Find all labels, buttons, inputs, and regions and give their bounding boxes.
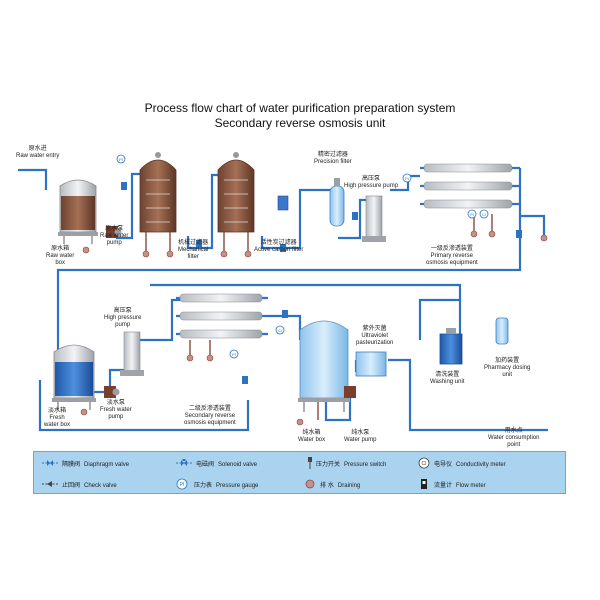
pressure-switch-icon bbox=[308, 457, 312, 469]
pipe-carbon-to-precision bbox=[260, 188, 338, 250]
pressure-gauge-icon: PI bbox=[176, 478, 188, 490]
pure-water-tank bbox=[298, 320, 350, 412]
pipe-return-loop bbox=[150, 283, 462, 340]
pharmacy-dosing-unit bbox=[495, 317, 509, 345]
pure-water-pump bbox=[344, 386, 356, 398]
pipe-fresh-pump bbox=[84, 368, 124, 394]
raw-water-inlet-pipe bbox=[18, 168, 48, 190]
drain-points bbox=[80, 230, 548, 426]
conductivity-meter-1: CI bbox=[479, 209, 489, 219]
conductivity-meter-icon: CI bbox=[418, 457, 430, 469]
raw-water-pump bbox=[106, 226, 122, 238]
pipe-washing bbox=[418, 298, 460, 340]
uv-pasteurization-unit bbox=[355, 351, 387, 377]
fresh-water-tank bbox=[52, 344, 96, 410]
conductivity-meter-1-letters: CI bbox=[482, 212, 486, 217]
pressure-gauge-icon-letters: PI bbox=[180, 482, 185, 488]
high-pressure-pump-2 bbox=[120, 331, 144, 376]
pressure-gauge-4-letters: PI bbox=[232, 352, 236, 357]
conductivity-meter-2: CI bbox=[275, 325, 285, 335]
pipe-hpp1-to-primary-ro bbox=[390, 174, 420, 192]
solenoid-valve-icon bbox=[176, 459, 192, 466]
pressure-gauge-4: PI bbox=[229, 349, 239, 359]
check-valve-icon bbox=[42, 481, 58, 487]
high-pressure-pump-1 bbox=[362, 195, 386, 242]
pipe-uv-out bbox=[388, 358, 548, 432]
pressure-gauge-3: PI bbox=[467, 209, 477, 219]
pipe-hpp2-to-secondary bbox=[140, 298, 182, 342]
pressure-gauge-3-letters: PI bbox=[470, 212, 474, 217]
pipe-water-box-out bbox=[324, 392, 352, 422]
conductivity-meter-icon-letters: CI bbox=[422, 461, 427, 467]
raw-water-tank bbox=[58, 179, 98, 244]
active-carbon-filter bbox=[217, 152, 255, 233]
pipe-to-fresh-tank bbox=[56, 216, 522, 360]
diaphragm-valve-icon bbox=[42, 460, 58, 466]
chart-subtitle: Secondary reverse osmosis unit bbox=[214, 116, 386, 130]
fresh-water-pump bbox=[104, 386, 120, 398]
small-dosing-box bbox=[277, 195, 289, 211]
pipe-fresh-to-secondary bbox=[38, 380, 250, 432]
pipe-primary-ro-out bbox=[518, 168, 546, 236]
drain-icon bbox=[305, 479, 315, 489]
pressure-gauge-1-letters: PI bbox=[119, 157, 123, 162]
flow-meter-icon bbox=[421, 479, 427, 489]
precision-filter bbox=[329, 178, 345, 227]
mechanical-filter bbox=[139, 152, 177, 233]
conductivity-meter-2-letters: CI bbox=[278, 328, 282, 333]
pressure-gauge-1: PI bbox=[116, 154, 126, 164]
chart-title: Process flow chart of water purification… bbox=[144, 101, 456, 115]
washing-unit bbox=[439, 328, 463, 365]
pressure-gauge-2: PI bbox=[402, 173, 412, 183]
primary-ro-equipment bbox=[423, 163, 513, 209]
pressure-gauge-2-letters: PI bbox=[405, 176, 409, 181]
pipe-pump-to-mech bbox=[116, 172, 140, 240]
valves bbox=[121, 182, 522, 384]
secondary-ro-equipment bbox=[179, 293, 263, 339]
pipe-mech-to-carbon bbox=[186, 173, 218, 250]
pipe-secondary-out bbox=[268, 314, 302, 340]
